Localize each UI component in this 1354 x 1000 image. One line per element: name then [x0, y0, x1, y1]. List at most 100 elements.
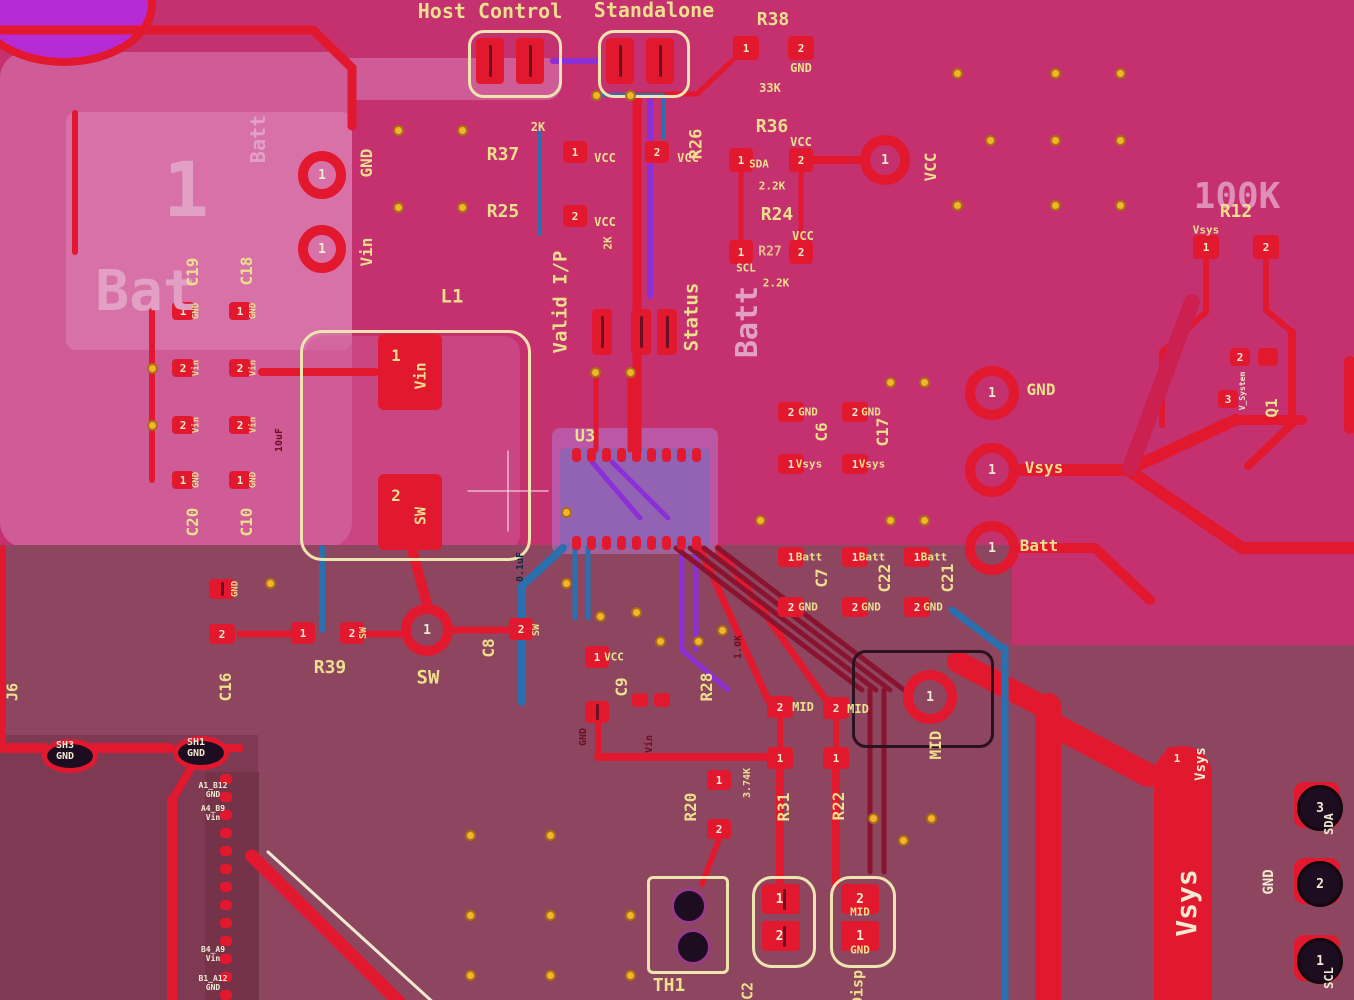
trace[interactable] [609, 459, 671, 521]
pad[interactable]: 2 [841, 884, 879, 914]
silk-label-vin[interactable]: Vin [248, 359, 259, 377]
pad[interactable]: 1 [172, 302, 194, 320]
silk-label-2k[interactable]: 2K [601, 236, 615, 250]
via[interactable] [624, 909, 636, 921]
silk-label-1[interactable]: 1 [391, 346, 401, 365]
circle-pad[interactable]: 1 [965, 443, 1019, 497]
pad[interactable]: 2 [1253, 235, 1279, 259]
via[interactable] [884, 514, 896, 526]
silk-label-gnd[interactable]: GND [798, 600, 818, 614]
pad[interactable] [654, 693, 670, 707]
silk-label-vin[interactable]: Vin [191, 359, 202, 377]
trace[interactable] [947, 651, 1053, 717]
hole-pad[interactable]: 3 [1297, 785, 1343, 831]
trace[interactable] [589, 459, 643, 521]
trace[interactable] [1090, 543, 1155, 605]
silk-label-r37[interactable]: R37 [486, 144, 520, 165]
pad[interactable] [691, 536, 701, 550]
via[interactable] [918, 514, 930, 526]
pad[interactable]: 2 [209, 624, 235, 644]
via[interactable] [464, 909, 476, 921]
silk-label-gnd[interactable]: GND [248, 471, 259, 489]
pad[interactable] [378, 334, 442, 410]
via[interactable] [624, 366, 636, 378]
pad[interactable]: 2 [340, 622, 364, 644]
pad[interactable]: 2 [842, 402, 868, 422]
pad[interactable]: 1 [778, 547, 804, 567]
silk-label-vcc[interactable]: VCC [921, 152, 940, 182]
pad[interactable] [220, 810, 232, 820]
via[interactable] [1114, 199, 1126, 211]
pad[interactable] [571, 448, 581, 462]
via[interactable] [1114, 67, 1126, 79]
silk-label-r31[interactable]: R31 [774, 792, 793, 822]
pad[interactable]: 2 [767, 696, 793, 718]
silk-label-2-2k[interactable]: 2.2K [762, 276, 790, 290]
trace[interactable] [1036, 710, 1160, 787]
trace[interactable] [266, 850, 436, 1000]
silk-label-l1[interactable]: L1 [440, 285, 464, 308]
pad[interactable]: 1 [291, 622, 315, 644]
silk-label-gnd[interactable]: GND [205, 790, 221, 799]
pad[interactable]: 1 [823, 747, 849, 769]
silk-label-c20[interactable]: C20 [183, 507, 202, 537]
via[interactable] [630, 606, 642, 618]
silk-label-host-control[interactable]: Host Control [417, 0, 563, 23]
silk-label-standalone[interactable]: Standalone [593, 0, 715, 22]
silk-label-gnd[interactable]: GND [248, 302, 259, 320]
silk-label-sda[interactable]: SDA [1322, 813, 1336, 835]
pad[interactable] [606, 38, 634, 84]
silk-label-vsys[interactable]: Vsys [1170, 869, 1203, 937]
silk-label-vcc[interactable]: VCC [790, 135, 812, 149]
via[interactable] [984, 134, 996, 146]
via[interactable] [624, 969, 636, 981]
silk-label-vin[interactable]: Vin [248, 416, 259, 434]
pad[interactable] [220, 828, 232, 838]
silk-label-vcc[interactable]: VCC [594, 215, 616, 229]
circle-pad[interactable]: 1 [401, 604, 453, 656]
pad[interactable] [601, 448, 611, 462]
silk-label-2k[interactable]: 2K [530, 120, 546, 134]
silk-label-batt[interactable]: Batt [858, 550, 886, 564]
silk-label-2-2k[interactable]: 2.2K [758, 179, 786, 193]
silk-label-1-0k[interactable]: 1.0K [733, 634, 744, 660]
silk-label-batt[interactable]: Batt [920, 550, 948, 564]
pad[interactable]: 2 [788, 36, 814, 60]
via[interactable] [867, 812, 879, 824]
silk-label-gnd[interactable]: GND [850, 943, 870, 957]
via[interactable] [1049, 199, 1061, 211]
silk-label-vin[interactable]: Vin [205, 954, 221, 963]
silk-label-vcc[interactable]: VCC [677, 151, 699, 165]
circle-pad[interactable]: 1 [965, 366, 1019, 420]
pad[interactable]: 2 [823, 697, 849, 719]
silk-label-q1[interactable]: Q1 [1262, 398, 1281, 418]
pad[interactable] [220, 936, 232, 946]
silk-label-vsys[interactable]: Vsys [858, 457, 886, 471]
silk-label-c18[interactable]: C18 [237, 256, 256, 286]
pad[interactable]: 1 [778, 454, 804, 474]
trace[interactable] [694, 57, 736, 97]
silk-label-b4-a9[interactable]: B4_A9 [200, 945, 226, 954]
silk-label-r27[interactable]: R27 [758, 244, 782, 260]
trace[interactable] [1122, 464, 1248, 554]
silk-label-sh1[interactable]: SH1 [186, 737, 206, 748]
via[interactable] [392, 201, 404, 213]
pad[interactable] [220, 774, 232, 784]
trace[interactable] [1244, 420, 1296, 470]
pad[interactable] [661, 448, 671, 462]
footprint-outline[interactable] [468, 30, 562, 98]
silk-label-c2[interactable]: C2 [738, 981, 757, 1000]
silk-label-mid[interactable]: MID [792, 700, 814, 714]
silk-label-th1[interactable]: TH1 [652, 975, 686, 996]
silk-label-gnd[interactable]: GND [861, 405, 881, 419]
pad[interactable] [631, 448, 641, 462]
pad[interactable]: 2 [509, 618, 533, 640]
pad[interactable] [220, 792, 232, 802]
pad[interactable]: 2 [229, 359, 251, 377]
pad[interactable]: 2 [1230, 348, 1250, 366]
silk-label-vin[interactable]: Vin [644, 734, 655, 754]
trace[interactable] [245, 849, 407, 1000]
via[interactable] [544, 969, 556, 981]
pad[interactable] [220, 954, 232, 964]
pad[interactable]: 2 [842, 597, 868, 617]
